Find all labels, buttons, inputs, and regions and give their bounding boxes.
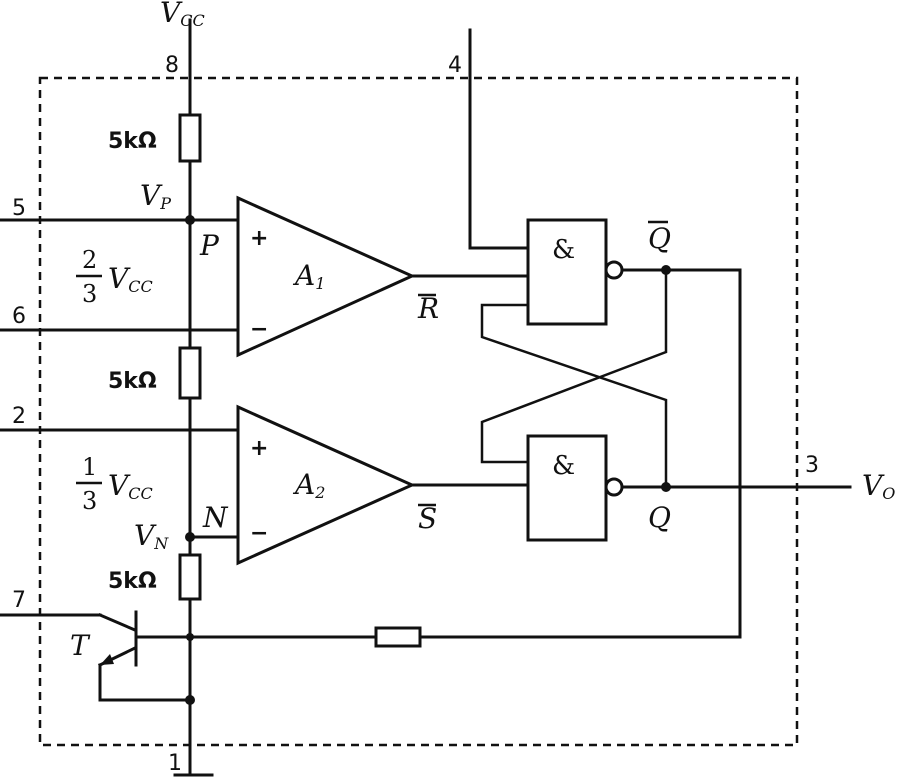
pin-4-label: 4 bbox=[448, 53, 462, 78]
pin-2-label: 2 bbox=[12, 404, 26, 429]
pin-1-label: 1 bbox=[168, 751, 182, 776]
vn-node-dot bbox=[185, 532, 195, 542]
vo-label: VO bbox=[862, 469, 895, 503]
lower-ref-voltage: VCC bbox=[108, 469, 153, 503]
s-bar-label: S bbox=[418, 502, 437, 535]
q-label: Q bbox=[648, 501, 671, 534]
a2-plus-sign: + bbox=[250, 436, 268, 461]
resistor-mid-label: 5kΩ bbox=[108, 369, 157, 394]
a2-minus-sign: − bbox=[250, 521, 268, 546]
upper-ref-numerator: 2 bbox=[82, 246, 97, 274]
transistor-collector bbox=[98, 613, 137, 632]
lower-ref-denominator: 3 bbox=[82, 487, 97, 515]
vn-label: VN bbox=[134, 519, 169, 553]
pin-3-label: 3 bbox=[805, 453, 819, 478]
node-n-label: N bbox=[202, 501, 229, 534]
cross-feedback-qbar bbox=[480, 270, 668, 464]
comparator-a1 bbox=[236, 195, 416, 358]
resistor-bottom-label: 5kΩ bbox=[108, 569, 157, 594]
resistor-bottom bbox=[178, 553, 202, 601]
nand-bottom-bubble bbox=[604, 477, 624, 497]
resistor-top bbox=[178, 113, 202, 163]
a1-minus-sign: − bbox=[250, 317, 268, 342]
a1-label: A1 bbox=[292, 259, 325, 293]
a1-plus-sign: + bbox=[250, 226, 268, 251]
lower-ref-numerator: 1 bbox=[82, 453, 97, 481]
a2-label: A2 bbox=[292, 468, 325, 502]
base-cross-dot bbox=[186, 633, 194, 641]
nand-top-symbol: & bbox=[552, 235, 575, 265]
lower-reference-label: 1 3 VCC bbox=[76, 453, 153, 515]
nand-bottom-symbol: & bbox=[552, 451, 575, 481]
emitter-arrow bbox=[100, 654, 114, 665]
transistor-label: T bbox=[70, 629, 91, 662]
vp-node-dot bbox=[185, 215, 195, 225]
nand-gate-bottom bbox=[526, 434, 608, 542]
nand-top-bubble bbox=[604, 260, 624, 280]
pin-5-label: 5 bbox=[12, 196, 26, 221]
pin-7-label: 7 bbox=[12, 588, 26, 613]
ground-node-dot bbox=[185, 695, 195, 705]
r-bar-label: R bbox=[417, 292, 439, 325]
comparator-a2 bbox=[236, 404, 416, 566]
upper-reference-label: 2 3 VCC bbox=[76, 246, 153, 308]
base-resistor bbox=[374, 626, 422, 648]
pin-6-label: 6 bbox=[12, 304, 26, 329]
chip-boundary bbox=[38, 76, 799, 747]
pin-8-label: 8 bbox=[165, 53, 179, 78]
cross-feedback-q bbox=[480, 303, 668, 487]
nand-gate-top bbox=[526, 218, 608, 326]
q-bar-label: Q bbox=[648, 222, 671, 255]
upper-ref-voltage: VCC bbox=[108, 262, 153, 296]
resistor-top-label: 5kΩ bbox=[108, 129, 157, 154]
upper-ref-denominator: 3 bbox=[82, 280, 97, 308]
vp-label: VP bbox=[140, 179, 171, 213]
node-p-label: P bbox=[199, 229, 220, 262]
resistor-mid bbox=[178, 346, 202, 400]
vcc-label: VCC bbox=[160, 0, 205, 30]
